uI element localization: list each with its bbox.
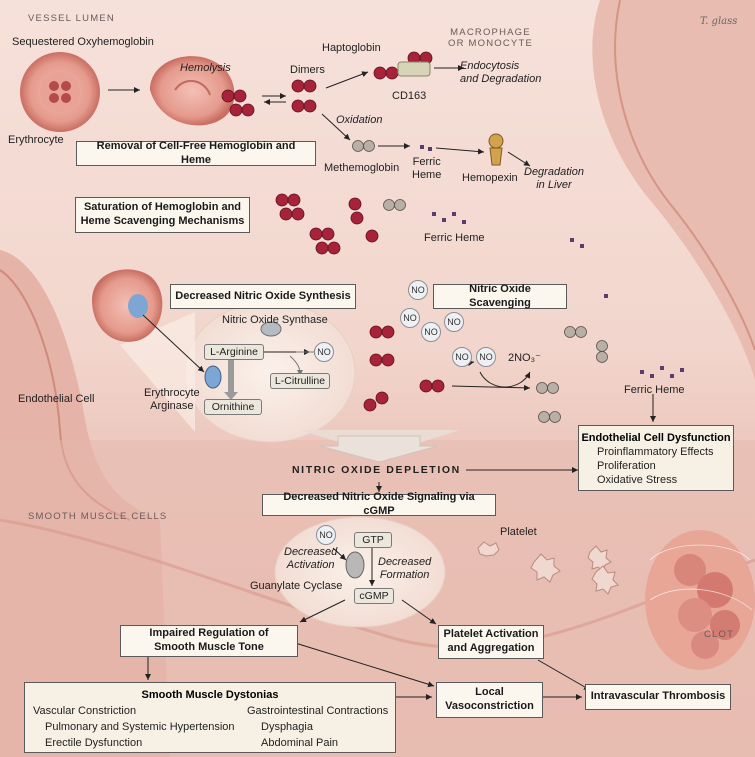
box-decreased-signaling: Decreased Nitric Oxide Signaling via cGM… [262,491,496,517]
label-platelet: Platelet [500,526,537,538]
no-molecule: NO [444,312,464,332]
platelets [477,541,619,595]
label-degradation-liver: Degradation in Liver [524,166,584,191]
no-molecule: NO [400,308,420,328]
label-guanylate-cyclase: Guanylate Cyclase [250,580,343,592]
label-cd163: CD163 [392,90,427,102]
no-molecule: NO [452,347,472,367]
dystonia-right-item: Dysphagia [261,721,313,733]
no-molecule: NO [408,280,428,300]
hemoglobin-dimers [221,51,445,412]
box-smooth-muscle-dystonias: Smooth Muscle Dystonias Vascular Constri… [24,682,396,753]
pill-l-arginine: L-Arginine [204,344,264,360]
label-nitrate: 2NO₃⁻ [508,352,541,364]
label-nitric-oxide-synthase: Nitric Oxide Synthase [222,314,328,326]
label-haptoglobin: Haptoglobin [322,42,381,54]
box-endothelial-dysfunction: Endothelial Cell Dysfunction Proinflamma… [578,425,734,491]
nos-enzyme [260,321,282,337]
endothelial-erythrocyte [92,269,163,342]
endothelial-dysfunction-title: Endothelial Cell Dysfunction [581,432,731,444]
guanylate-cyclase-enzyme [345,551,365,579]
label-erythrocyte: Erythrocyte [8,134,64,146]
label-smooth-muscle-cells: SMOOTH MUSCLE CELLS [28,511,168,522]
label-ferric-heme-3: Ferric Heme [624,384,685,396]
pill-ornithine: Ornithine [204,399,262,415]
label-clot: CLOT [704,629,735,640]
box-removal: Removal of Cell-Free Hemoglobin and Heme [76,140,316,166]
vessel-wall-right [592,0,755,380]
clot [645,530,755,670]
dystonia-left-item: Pulmonary and Systemic Hypertension [45,721,235,733]
box-local-vasoconstriction: Local Vasoconstriction [436,682,543,718]
label-sequestered-oxyhemoglobin: Sequestered Oxyhemoglobin [12,36,154,48]
label-ferric-heme-2: Ferric Heme [424,232,485,244]
label-ferric-heme-1: Ferric Heme [412,156,442,181]
label-endocytosis: Endocytosis and Degradation [460,60,542,85]
label-decreased-activation: Decreased Activation [284,546,338,571]
arginase-enzyme [204,365,222,389]
no-molecule-signaling: NO [316,525,336,545]
box-impaired-regulation: Impaired Regulation of Smooth Muscle Ton… [120,625,298,657]
label-vessel-lumen: VESSEL LUMEN [28,13,115,24]
cd163-receptor [397,61,431,77]
dystonia-right-head: Gastrointestinal Contractions [247,705,389,717]
box-platelet-activation: Platelet Activation and Aggregation [438,625,544,659]
label-methemoglobin: Methemoglobin [324,162,400,174]
methemoglobin-dimers [352,140,608,423]
label-decreased-formation: Decreased Formation [378,556,432,581]
pill-gtp: GTP [354,532,392,548]
dystonia-left-head: Vascular Constriction [33,705,137,717]
box-intravascular-thrombosis: Intravascular Thrombosis [585,684,731,710]
pill-l-citrulline: L-Citrulline [270,373,330,389]
label-nitric-oxide-depletion: NITRIC OXIDE DEPLETION [292,464,461,476]
ferric-heme-particles [420,145,684,378]
box-decreased-no-synthesis: Decreased Nitric Oxide Synthesis [170,284,356,309]
dystonia-left-item: Erectile Dysfunction [45,737,143,749]
no-molecule: NO [476,347,496,367]
box-saturation: Saturation of Hemoglobin and Heme Scaven… [75,197,250,233]
no-molecule: NO [421,322,441,342]
label-hemolysis: Hemolysis [180,62,231,74]
dystonia-right-item: Abdominal Pain [261,737,339,749]
pathway-arrows [108,65,656,700]
artist-signature: T. glass [700,16,738,27]
box-no-scavenging: Nitric Oxide Scavenging [433,283,567,309]
lysed-erythrocyte [150,56,235,126]
label-endothelial-cell: Endothelial Cell [18,393,95,405]
endothelial-item: Proliferation [597,460,656,472]
erythrocyte [20,52,100,132]
hemopexin [488,133,504,166]
label-macrophage: MACROPHAGE OR MONOCYTE [448,27,533,49]
endothelial-item: Oxidative Stress [597,474,678,486]
endothelial-item: Proinflammatory Effects [597,446,714,458]
label-oxidation: Oxidation [336,114,383,126]
label-hemopexin: Hemopexin [462,172,518,184]
pill-cgmp: cGMP [354,588,394,604]
dystonias-title: Smooth Muscle Dystonias [141,689,279,701]
label-dimers: Dimers [290,64,325,76]
label-erythrocyte-arginase: Erythrocyte Arginase [144,387,200,412]
no-molecule-synthesis: NO [314,342,334,362]
